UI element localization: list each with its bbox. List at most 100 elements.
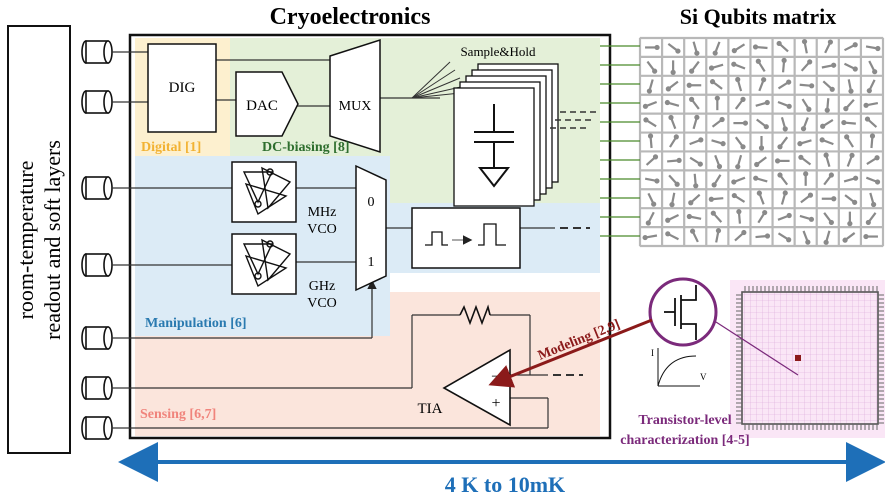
qubit-dot <box>669 202 675 208</box>
qubit-dot <box>694 114 700 120</box>
qubit-dot <box>852 42 858 48</box>
qubit-dot <box>642 234 648 241</box>
qubit-dot <box>642 103 649 109</box>
control-lines <box>600 45 640 237</box>
qubit-dot <box>872 69 878 75</box>
qubit-dot <box>864 116 871 122</box>
qubit-dot <box>719 116 725 123</box>
qubit-dot <box>668 114 674 121</box>
tia-label: TIA <box>418 401 443 417</box>
qubit-dot <box>689 96 695 102</box>
manipulation-label: Manipulation [6] <box>145 316 247 331</box>
qubit-dot <box>646 88 652 94</box>
mhz-label: MHz <box>308 205 337 220</box>
qubit-dot <box>806 106 812 112</box>
qubit-dot <box>735 164 741 170</box>
qubit-dot <box>774 158 781 164</box>
qubit-dot <box>842 237 848 243</box>
qubit-dot <box>715 228 722 234</box>
iv-v-label: V <box>700 372 707 382</box>
qubit-dot <box>865 219 871 226</box>
room-temperature-label: room-temperature <box>13 161 38 320</box>
qubit-dot <box>709 79 716 85</box>
qubit-dot <box>698 137 704 143</box>
qubit-dot <box>823 152 829 158</box>
qubit-dot <box>758 145 765 151</box>
dcbias-label: DC-biasing [8] <box>262 140 350 155</box>
digital-label: Digital [1] <box>141 140 201 155</box>
characterization-chip <box>741 291 879 425</box>
qubit-dot <box>716 163 723 170</box>
qubit-dot <box>755 58 761 64</box>
qubit-dot <box>742 120 749 126</box>
qubit-dot <box>782 190 788 196</box>
mhz-vco-label: VCO <box>307 222 337 237</box>
iv-i-label: I <box>651 348 654 358</box>
qubit-dot <box>689 228 696 234</box>
chip-pointer <box>715 321 799 376</box>
connectors <box>81 40 113 440</box>
characterization-label: characterization [4-5] <box>620 433 749 448</box>
qubit-dot <box>752 44 759 50</box>
qubit-dot <box>708 196 714 202</box>
transistor-level-label: Transistor-level <box>638 413 731 428</box>
qubit-dot <box>689 68 695 74</box>
qubit-dot <box>647 133 654 139</box>
cryoelectronics-title: Cryoelectronics <box>270 4 431 30</box>
sensing-label: Sensing [6,7] <box>140 407 216 422</box>
qubit-dot <box>676 157 682 163</box>
qubit-dot <box>844 134 850 140</box>
qubit-dot <box>686 213 692 220</box>
qubit-dot <box>852 199 858 205</box>
qubit-dot <box>651 201 657 207</box>
qubit-dot <box>798 154 804 160</box>
qubit-dot <box>754 161 760 168</box>
chip-pins <box>736 286 884 430</box>
qubit-dot <box>731 61 737 67</box>
chip-device <box>795 355 801 361</box>
qubit-dot <box>853 175 859 181</box>
qubit-dot <box>786 237 792 243</box>
room-temperature-box <box>7 25 71 454</box>
qubit-dot <box>735 76 741 83</box>
qubit-dot <box>763 124 769 130</box>
qubit-dot <box>829 86 835 92</box>
qubit-dot <box>824 107 830 113</box>
ring-oscillator-icon <box>242 166 292 216</box>
qubit-dot <box>786 79 792 85</box>
dac-label: DAC <box>246 98 278 114</box>
qubit-dot <box>688 200 694 206</box>
dig-label: DIG <box>169 80 196 96</box>
qubit-dot <box>720 141 726 147</box>
iv-curve-icon <box>657 348 700 387</box>
transistor-model-circle <box>648 277 718 347</box>
qubit-dot <box>819 137 825 143</box>
qubit-dot <box>871 201 877 208</box>
qubit-dot <box>740 96 746 102</box>
temperature-label: 4 K to 10mK <box>445 472 565 497</box>
qubit-dot <box>847 221 853 227</box>
qubit-dot <box>762 209 768 216</box>
capacitor-icon <box>474 104 514 188</box>
dig-block <box>147 43 217 133</box>
qubit-dot <box>805 239 811 245</box>
qubit-dot <box>831 62 837 68</box>
qubit-dot <box>710 210 716 216</box>
qubit-dot <box>827 39 834 45</box>
qubit-dot <box>741 229 747 236</box>
transistor-icon <box>664 285 697 340</box>
qubit-dot <box>761 77 767 83</box>
qubit-dot <box>808 216 815 222</box>
sensing-region <box>135 336 400 436</box>
qubit-dot <box>654 44 660 51</box>
qubit-dot <box>664 99 670 106</box>
qubit-dot <box>736 209 742 215</box>
qubit-dot <box>786 103 792 109</box>
qubit-dot <box>740 144 746 150</box>
qubit-dot <box>674 181 680 187</box>
qubit-dot <box>781 57 787 63</box>
pulse-shaper-block <box>411 207 521 269</box>
qubit-dot <box>675 48 681 54</box>
qubit-dot <box>731 48 737 54</box>
